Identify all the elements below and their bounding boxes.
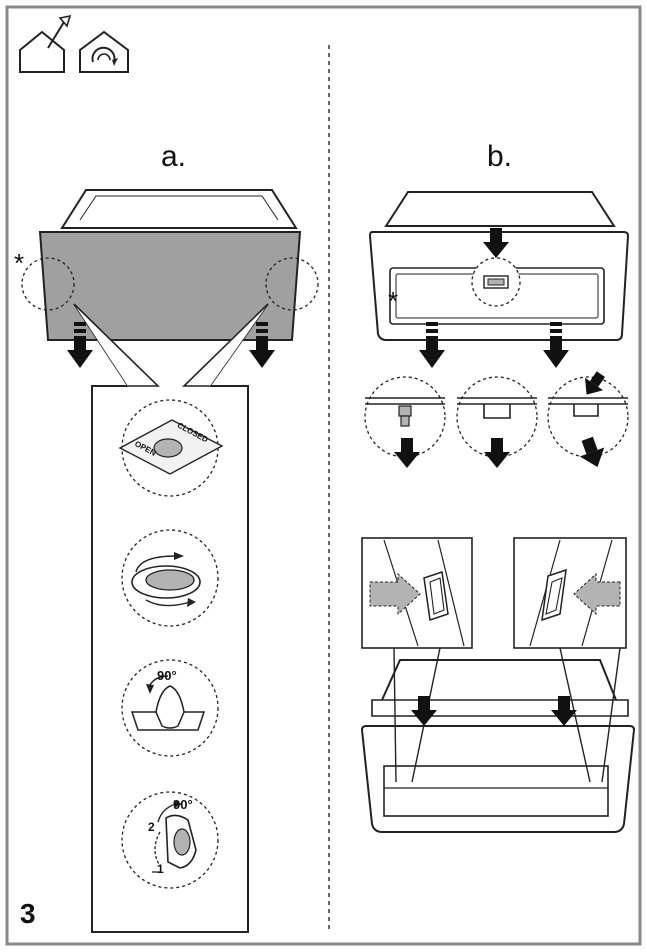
panel-a-asterisk: * xyxy=(14,248,25,278)
panel-b-hood-bottom xyxy=(360,647,636,833)
hood-front-panel xyxy=(38,231,302,341)
latch-step-2: 2 xyxy=(148,820,155,834)
panel-a-hood xyxy=(21,189,319,341)
page-frame xyxy=(5,5,642,946)
panel-a-label: a. xyxy=(161,140,187,173)
arrow-down-press xyxy=(574,434,610,472)
detail-circle-left xyxy=(21,257,75,311)
two-step-latch-icon xyxy=(121,791,219,889)
page-number: 3 xyxy=(20,898,36,929)
panel-b-asterisk: * xyxy=(388,286,399,316)
right-side-latch-icon xyxy=(513,537,627,649)
clip-angle-label: 90° xyxy=(157,668,177,683)
rotate-clip-icon xyxy=(121,659,219,757)
arrow-down-pin xyxy=(394,438,420,468)
left-side-latch-icon xyxy=(361,537,473,649)
detail-circle-right xyxy=(265,257,319,311)
press-clip-icon xyxy=(547,371,629,458)
rotate-ring-icon xyxy=(121,529,219,627)
panel-b-label: b. xyxy=(487,140,513,173)
panel-b-hood xyxy=(368,191,630,341)
panel-a-callout xyxy=(73,303,269,933)
house-exhaust-icon xyxy=(19,14,72,73)
house-recirculation-icon xyxy=(79,30,129,73)
latch-step-1: 1 xyxy=(157,862,164,876)
open-closed-knob-icon xyxy=(118,399,224,497)
arrow-down-bracket xyxy=(484,438,510,468)
latch-angle-label: 90° xyxy=(173,797,193,812)
